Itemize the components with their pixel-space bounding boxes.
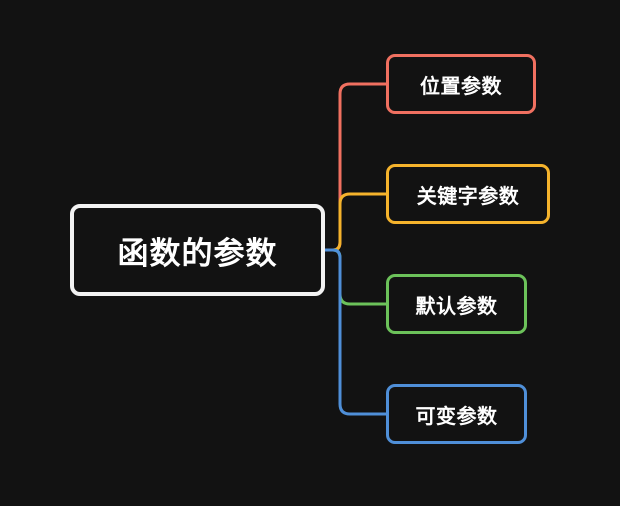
root-node[interactable]: 函数的参数 (70, 204, 325, 296)
branch-node-keyword-params[interactable]: 关键字参数 (386, 164, 550, 224)
branch-node-position-params[interactable]: 位置参数 (386, 54, 536, 114)
branch-node-label: 位置参数 (420, 73, 502, 98)
branch-node-default-params[interactable]: 默认参数 (386, 274, 527, 334)
branch-node-variable-params[interactable]: 可变参数 (386, 384, 527, 444)
connector-line-keyword (325, 192, 386, 252)
connector-line-variable (325, 248, 386, 416)
branch-node-label: 可变参数 (415, 403, 498, 428)
root-node-label: 函数的参数 (117, 235, 278, 272)
branch-node-label: 关键字参数 (416, 183, 520, 208)
branch-node-label: 默认参数 (415, 293, 498, 318)
connector-line-default (325, 248, 386, 306)
connector-line-position (325, 82, 386, 252)
